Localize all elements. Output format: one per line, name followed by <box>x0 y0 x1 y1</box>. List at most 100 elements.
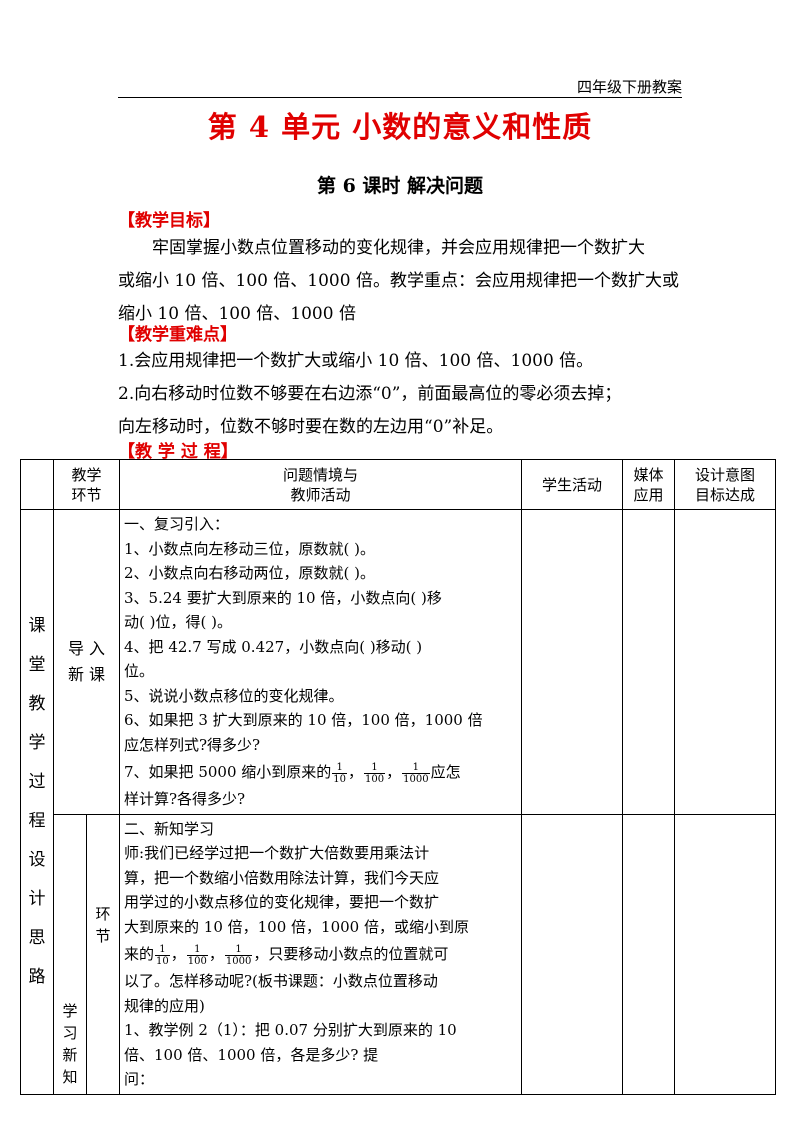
stage-char: 环 <box>95 904 111 923</box>
side-char: 程 <box>28 810 46 831</box>
design-cell <box>674 813 777 1095</box>
student-cell <box>521 813 624 1095</box>
header-label: 目标达成 <box>695 485 756 504</box>
student-cell <box>521 509 624 815</box>
content-line: 大到原来的 10 倍，100 倍，1000 倍，或缩小到原 <box>124 917 469 936</box>
separator: ， <box>386 763 402 781</box>
content-line: 规律的应用) <box>124 996 205 1015</box>
lesson-subtitle: 第 6 课时 解决问题 <box>316 175 484 197</box>
side-char: 堂 <box>28 654 46 675</box>
content-line: 二、新知学习 <box>124 819 215 838</box>
header-design: 设计意图 目标达成 <box>674 459 777 510</box>
content-line: 师:我们已经学过把一个数扩大倍数要用乘法计 <box>124 844 430 862</box>
side-label: 课 堂 教 学 过 程 设 计 思 路 <box>20 509 54 1095</box>
separator: ， <box>208 945 224 963</box>
table-row: 课 堂 教 学 过 程 设 计 思 路 导 入 新 课 一、复习引入： 1、小数… <box>20 509 777 1095</box>
content-line: 4、把 42.7 写成 0.427，小数点向( )移动( ) <box>124 637 423 656</box>
content-line: 2、小数点向右移动两位，原数就( )。 <box>124 564 376 582</box>
denominator: 10 <box>333 773 347 785</box>
separator: ， <box>348 763 364 781</box>
content-line: 以了。怎样移动呢?(板书课题：小数点位置移动 <box>124 972 438 990</box>
header-blank-cell <box>20 459 54 510</box>
stage-intro: 导 入 新 课 <box>52 509 121 815</box>
line-text: 来的 <box>124 945 155 963</box>
objectives-heading: 【教学目标】 <box>118 211 220 231</box>
stage-char: 习 <box>62 1023 78 1042</box>
line-text: 应怎 <box>430 763 461 781</box>
content-line: 6、如果把 3 扩大到原来的 10 倍，100 倍，1000 倍 <box>124 711 483 729</box>
header-stage: 教学 环节 <box>52 459 121 510</box>
stage-char: 学 <box>62 1001 78 1020</box>
numerator: 1 <box>364 762 386 774</box>
activity-new: 二、新知学习 师:我们已经学过把一个数扩大倍数要用乘法计 算，把一个数缩小倍数用… <box>119 813 523 1095</box>
content-line: 算，把一个数缩小倍数用除法计算，我们今天应 <box>124 868 440 887</box>
stage-new: 学 习 新 知 <box>53 813 87 1095</box>
lesson-process-table: 教学 环节 问题情境与 教师活动 学生活动 媒体 应用 设计意图 目标达成 课 … <box>20 459 777 1095</box>
denominator: 100 <box>187 955 207 967</box>
table-row: 学 习 新 知 环 节 二、新知学习 师:我们已经学过把一个数扩大倍数要用乘法计… <box>21 813 777 1095</box>
content-line: 3、5.24 要扩大到原来的 10 倍，小数点向( )移 <box>124 588 442 607</box>
numerator: 1 <box>155 944 170 956</box>
stage-label: 导 入 <box>67 638 106 658</box>
unit-title: 第 4 单元 小数的意义和性质 <box>207 110 593 144</box>
objectives-line: 或缩小 10 倍、100 倍、1000 倍。教学重点：会应用规律把一个数扩大或 <box>118 271 679 291</box>
header-label: 问题情境与 <box>283 465 359 484</box>
stage-char: 新 <box>62 1045 78 1064</box>
stage-label: 新 课 <box>67 664 106 684</box>
numerator: 1 <box>332 762 348 774</box>
line-text: 7、如果把 5000 缩小到原来的 <box>124 763 332 781</box>
header-label: 媒体 <box>633 465 664 484</box>
difficulties-line: 1.会应用规律把一个数扩大或缩小 10 倍、100 倍、1000 倍。 <box>118 351 594 371</box>
side-char: 课 <box>28 615 46 636</box>
table-header-row: 教学 环节 问题情境与 教师活动 学生活动 媒体 应用 设计意图 目标达成 <box>20 459 777 510</box>
content-line: 1、小数点向左移动三位，原数就( )。 <box>124 539 376 558</box>
stage-side: 环 节 <box>85 813 121 1095</box>
header-label: 应用 <box>633 485 664 504</box>
side-char: 设 <box>28 849 46 870</box>
stage-char: 节 <box>95 926 111 945</box>
difficulties-heading: 【教学重难点】 <box>118 325 237 345</box>
content-line: 一、复习引入： <box>124 515 230 533</box>
side-char: 路 <box>28 966 46 987</box>
denominator: 100 <box>365 773 385 785</box>
header-label: 教学 <box>71 465 102 484</box>
separator: ， <box>170 945 186 963</box>
side-char: 思 <box>28 927 46 948</box>
header-label: 环节 <box>71 485 102 504</box>
activity-intro: 一、复习引入： 1、小数点向左移动三位，原数就( )。 2、小数点向右移动两位，… <box>119 509 523 815</box>
content-line: 倍、100 倍、1000 倍，各是多少? 提 <box>124 1045 379 1064</box>
difficulties-line: 2.向右移动时位数不够要在右边添“0”，前面最高位的零必须去掉； <box>118 384 622 404</box>
difficulties-text: 1.会应用规律把一个数扩大或缩小 10 倍、100 倍、1000 倍。 2.向右… <box>118 345 698 444</box>
side-char: 计 <box>28 888 46 909</box>
content-line: 用学过的小数点移位的变化规律，要把一个数扩 <box>124 893 440 911</box>
denominator: 1000 <box>403 773 429 785</box>
process-heading: 【教 学 过 程】 <box>118 442 238 462</box>
content-line: 1、教学例 2（1）：把 0.07 分别扩大到原来的 10 <box>124 1021 457 1039</box>
content-line: 位。 <box>124 662 155 680</box>
difficulties-line: 向左移动时，位数不够时要在数的左边用“0”补足。 <box>118 417 504 437</box>
content-line: 应怎样列式?得多少? <box>124 735 261 754</box>
side-char: 教 <box>28 693 46 714</box>
header-label: 设计意图 <box>695 465 756 484</box>
header-text: 四年级下册教案 <box>576 78 682 96</box>
stage-char: 知 <box>62 1067 78 1086</box>
design-cell <box>674 509 777 815</box>
objectives-line: 牢固掌握小数点位置移动的变化规律，并会应用规律把一个数扩大 <box>152 238 645 258</box>
header-activity: 问题情境与 教师活动 <box>119 459 523 510</box>
denominator: 1000 <box>225 955 252 967</box>
side-char: 过 <box>28 771 46 792</box>
side-char: 学 <box>28 732 46 753</box>
content-line: 问： <box>124 1070 155 1088</box>
header-divider <box>118 97 682 98</box>
numerator: 1 <box>224 944 253 956</box>
denominator: 10 <box>156 955 169 967</box>
header-label: 教师活动 <box>290 485 351 504</box>
numerator: 1 <box>186 944 208 956</box>
numerator: 1 <box>402 762 430 774</box>
